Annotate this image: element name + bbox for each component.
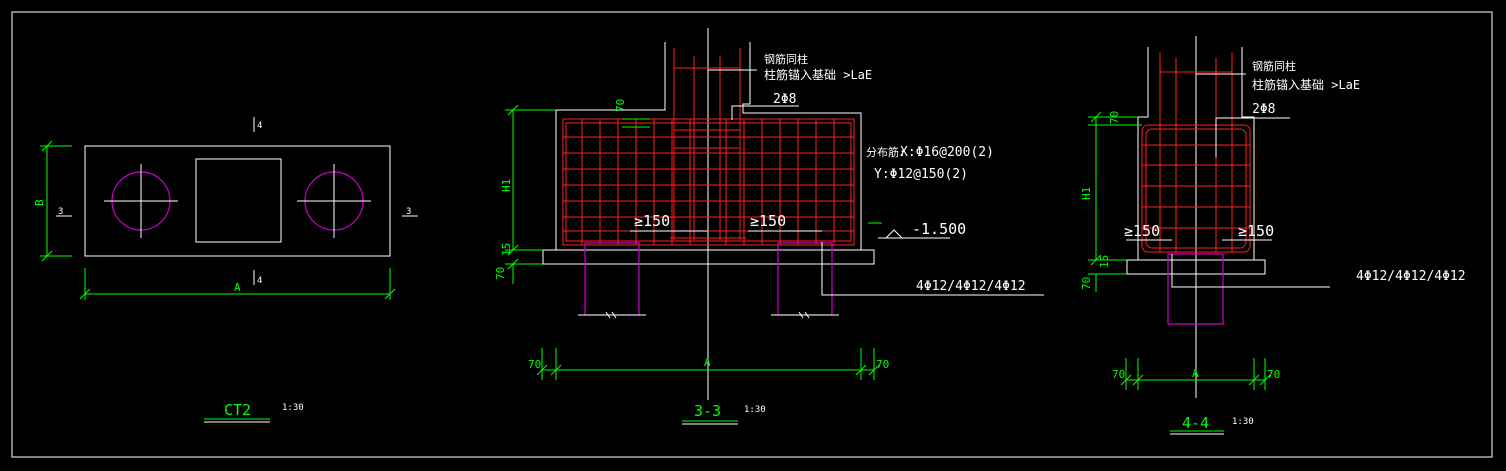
stirrup-label-44: 2Φ8 [1252,102,1275,117]
bottom-bars-label: 4Φ12/4Φ12/4Φ12 [916,279,1026,294]
rebar-cage-44 [1141,52,1251,253]
dim-a-label: A [234,281,241,294]
dim-15-44: 15 [1098,255,1111,268]
column-note-line1: 钢筋同柱 [764,52,808,66]
pile-cap-outline [84,145,391,257]
dim-70-right: 70 [876,358,889,371]
ct2-plan: 3 3 4 4 B A CT2 1:30 [33,117,418,423]
section-4-4-title: 4-4 [1182,414,1209,432]
anchor-right-label: ≥150 [750,212,786,230]
section-mark-bottom: 4 [257,276,262,286]
dim-h1-44: H1 [1080,187,1093,200]
section-3-3: 4Φ12/4Φ12/4Φ12 钢筋同柱 柱筋锚入基础 >LaE 2Φ8 分布筋:… [494,28,1044,425]
anchor-right-label-44: ≥150 [1238,222,1274,240]
elevation-label: -1.500 [912,220,966,238]
column-outline [195,158,282,243]
section-mark-top: 4 [257,121,262,131]
cap-column-outline [555,42,862,251]
dist-bars-label: 分布筋: [866,145,906,159]
dim-b-label: B [33,199,46,206]
drawing-frame [11,11,1493,458]
section-mark-left: 3 [58,207,63,217]
column-note-44-line1: 钢筋同柱 [1252,59,1296,73]
pile-44 [1167,253,1224,325]
dim-a-bottom-44: A [1192,367,1199,380]
dim-70-left-44: 70 [1112,368,1125,381]
dim-70-right-44: 70 [1267,368,1280,381]
dim-70-top-44: 70 [1108,111,1121,124]
section-3-3-title: 3-3 [694,402,721,420]
dim-a-bottom: A [704,356,711,369]
section-4-4-scale: 1:30 [1232,417,1254,427]
section-mark-right: 3 [406,207,411,217]
bottom-bars-label-44: 4Φ12/4Φ12/4Φ12 [1356,269,1466,284]
anchor-left-label-44: ≥150 [1124,222,1160,240]
section-4-4: 4Φ12/4Φ12/4Φ12 钢筋同柱 柱筋锚入基础 >LaE 2Φ8 ≥150… [1080,36,1466,435]
dist-bars-x: X:Φ16@200(2) [900,145,994,160]
column-note-line2: 柱筋锚入基础 >LaE [764,67,872,82]
section-3-3-scale: 1:30 [744,405,766,415]
dim-70-top: 70 [614,99,627,112]
dim-70-side: 70 [494,267,507,280]
dim-15: 15 [500,243,513,256]
dist-bars-y: Y:Φ12@150(2) [874,167,968,182]
ct2-title: CT2 [224,401,251,419]
dim-70-side-44: 70 [1080,277,1093,290]
dim-70-left: 70 [528,358,541,371]
dim-h1: H1 [500,179,513,192]
rebar-mesh [562,48,855,246]
anchor-left-label: ≥150 [634,212,670,230]
column-note-44-line2: 柱筋锚入基础 >LaE [1252,77,1360,92]
ct2-scale: 1:30 [282,403,304,413]
stirrup-label: 2Φ8 [773,92,796,107]
